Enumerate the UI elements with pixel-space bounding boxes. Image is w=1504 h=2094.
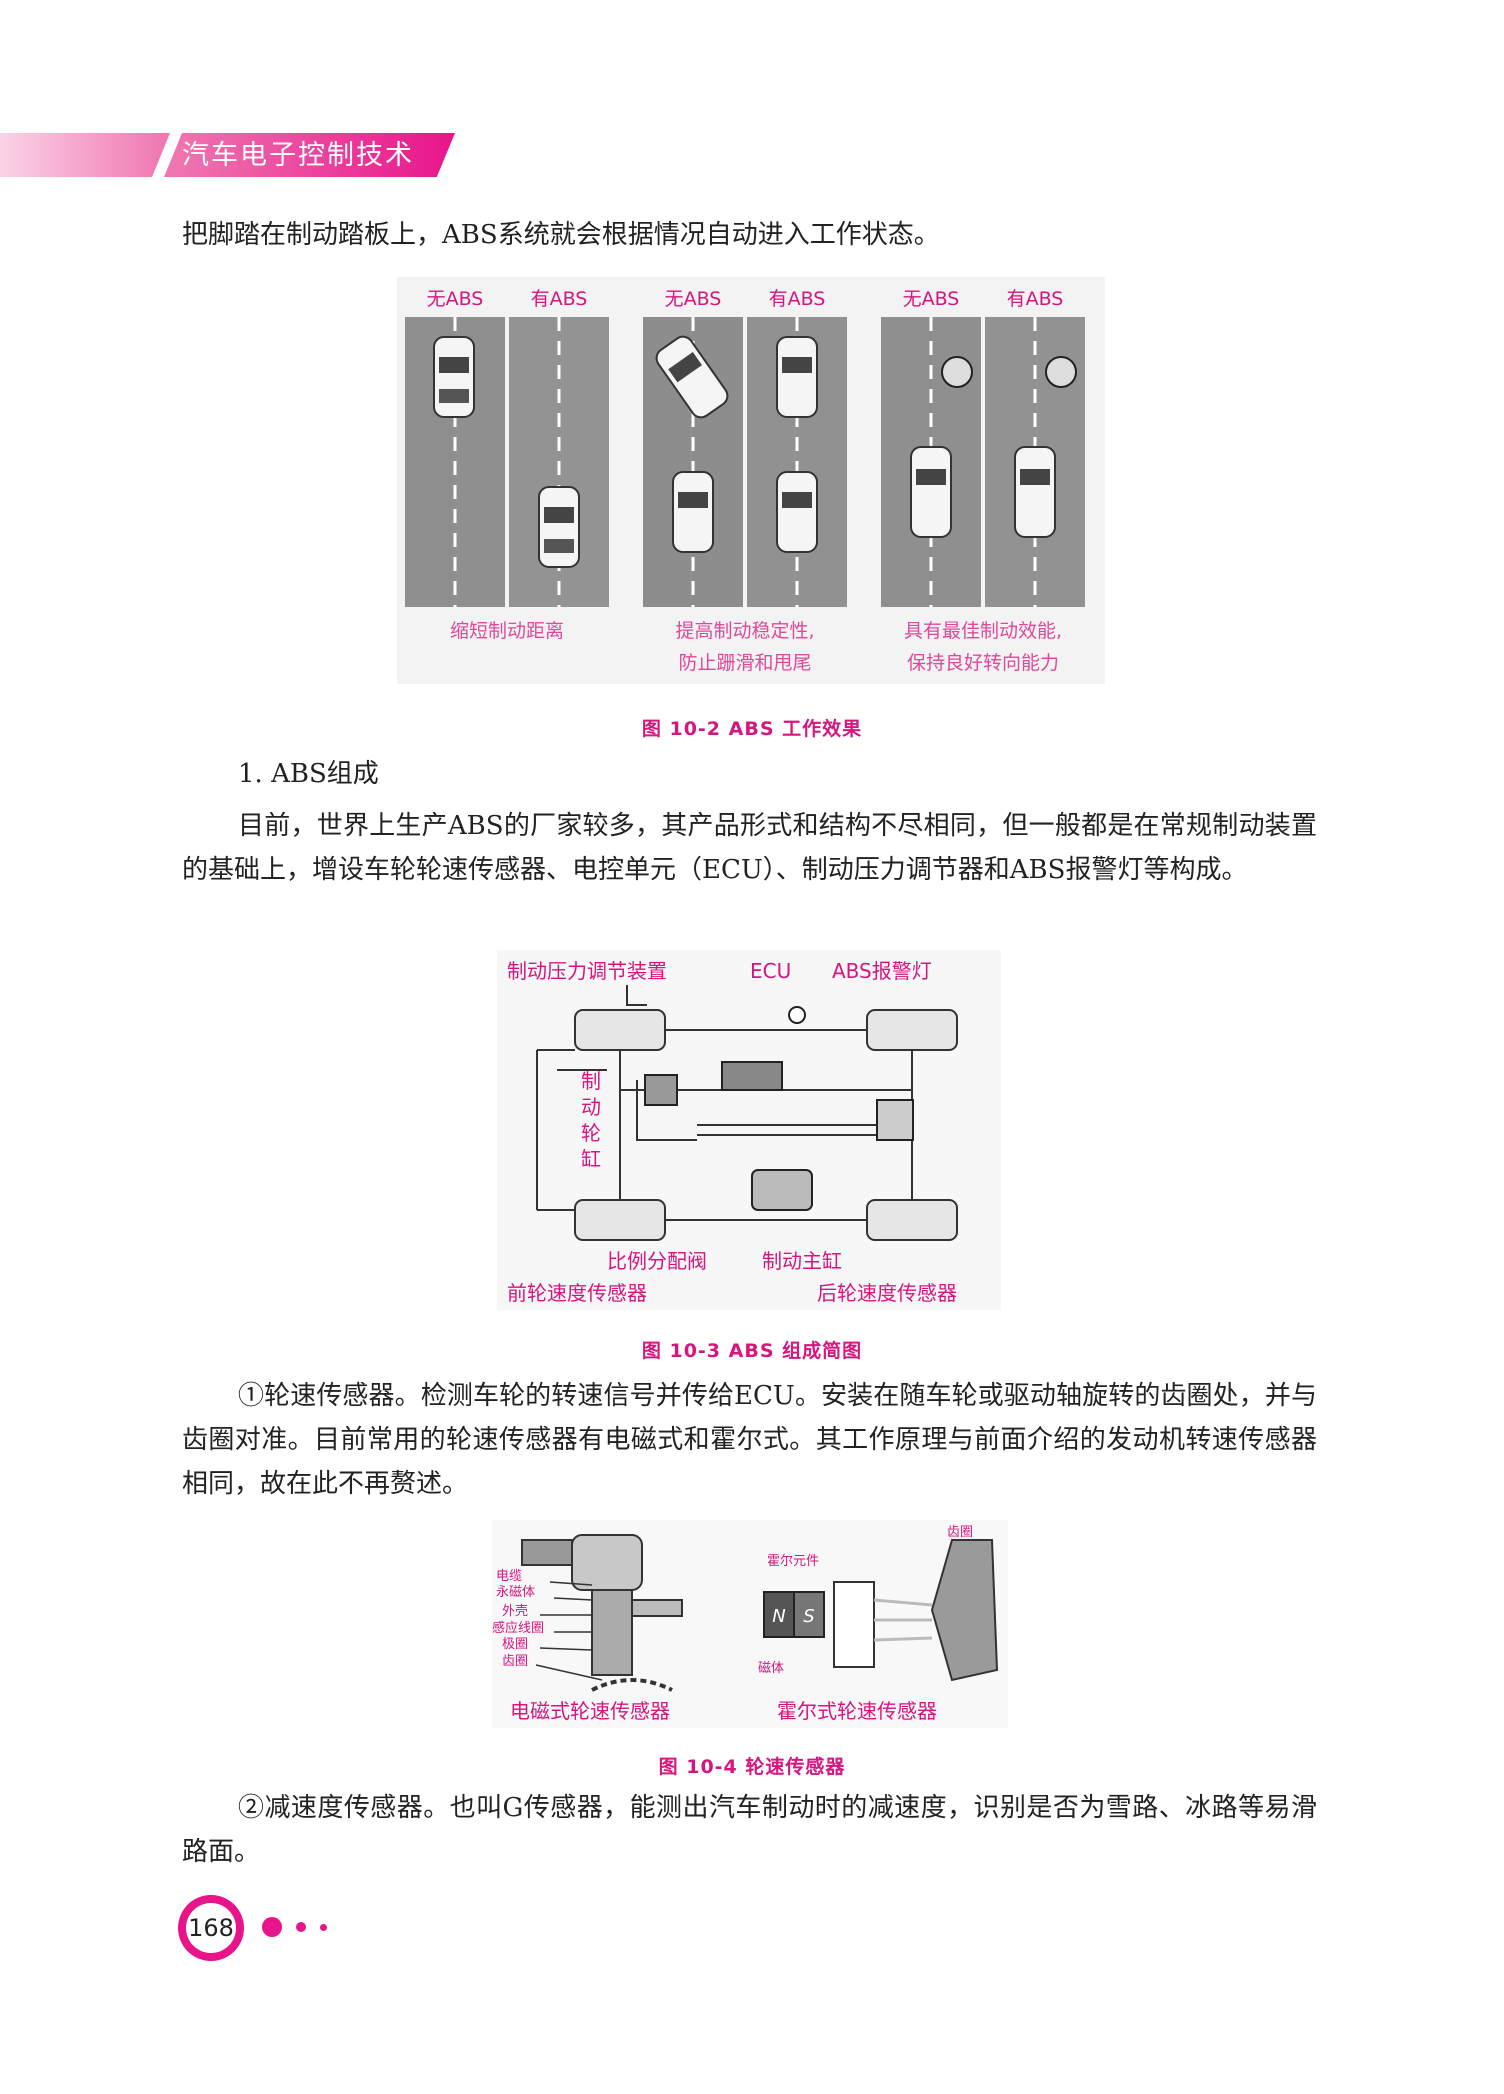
paragraph-3: ①轮速传感器。检测车轮的转速信号并传给ECU。安装在随车轮或驱动轴旋转的齿圈处，… [182, 1381, 1317, 1499]
label-ecu: ECU [750, 959, 791, 983]
label-wheel-cylinder-4: 缸 [581, 1147, 601, 1171]
page-number-badge: 168 [178, 1895, 244, 1961]
hall-element-label: 霍尔元件 [767, 1554, 819, 1569]
car-icon [672, 471, 714, 553]
label-warning-lamp: ABS报警灯 [832, 959, 932, 983]
magnet-label: 磁体 [758, 1661, 784, 1676]
decorative-dot-small [320, 1924, 327, 1931]
panel-3-desc-line1: 具有最佳制动效能, [904, 620, 1062, 642]
car-icon [776, 336, 818, 418]
electromagnetic-sensor-title: 电磁式轮速传感器 [510, 1699, 670, 1723]
panel-2-left-label: 无ABS [665, 288, 722, 310]
paragraph-1: 把脚踏在制动踏板上，ABS系统就会根据情况自动进入工作状态。 [182, 220, 940, 250]
figure-abs-effect: 无ABS 有ABS 无ABS 有ABS 无ABS 有ABS 缩短制动距离 提高制… [397, 277, 1105, 684]
panel-3-roads [881, 317, 1085, 607]
paragraph-4: ②减速度传感器。也叫G传感器，能测出汽车制动时的减速度，识别是否为雪路、冰路等易… [182, 1793, 1317, 1867]
panel-1-right-label: 有ABS [531, 288, 588, 310]
panel-2-right-label: 有ABS [769, 288, 826, 310]
figure-abs-composition: 制动压力调节装置 ECU ABS报警灯 制 动 轮 缸 比例分配阀 制动主缸 前… [497, 950, 1001, 1310]
master-cylinder-box [751, 1169, 813, 1211]
decorative-dot-large [262, 1917, 282, 1937]
part-label-housing: 外壳 [502, 1604, 528, 1619]
part-label-magnet: 永磁体 [496, 1585, 535, 1600]
gear-ring-label: 齿圈 [947, 1525, 973, 1540]
panel-1-desc-line1: 缩短制动距离 [450, 620, 564, 642]
panel-2-desc-line1: 提高制动稳定性, [675, 620, 814, 642]
electromagnetic-sensor-drawing [521, 1534, 683, 1692]
label-wheel-cylinder-1: 制 [581, 1069, 601, 1093]
label-pressure-regulator: 制动压力调节装置 [507, 959, 667, 983]
warning-lamp-icon [788, 1006, 806, 1024]
car-icon [1014, 446, 1056, 538]
figure-wheel-speed-sensor: 电缆 永磁体 外壳 感应线圈 极圈 齿圈 电磁式轮速传感器 N S 齿圈 霍尔元… [492, 1520, 1008, 1728]
section-heading: 1. ABS组成 [238, 759, 379, 789]
panel-2-roads [643, 317, 847, 607]
panel-3-left-label: 无ABS [903, 288, 960, 310]
part-leader-lines [535, 1581, 603, 1681]
figure-10-3-caption: 图 10-3 ABS 组成简图 [641, 1340, 863, 1362]
figure-10-4-caption: 图 10-4 轮速传感器 [658, 1756, 846, 1778]
part-label-pole: 极圈 [502, 1637, 528, 1652]
label-wheel-cylinder-2: 动 [581, 1095, 601, 1119]
part-label-gear-ring-left: 齿圈 [502, 1654, 528, 1669]
panel-3-desc-line2: 保持良好转向能力 [907, 652, 1059, 674]
car-icon [538, 486, 580, 568]
decorative-dot-medium [296, 1922, 306, 1932]
ecu-box [721, 1061, 783, 1091]
panel-1-roads [405, 317, 609, 607]
page-number: 168 [186, 1903, 236, 1953]
panel-1-left-label: 无ABS [427, 288, 484, 310]
figure-10-2-caption: 图 10-2 ABS 工作效果 [641, 718, 863, 740]
header-band [0, 133, 455, 177]
panel-2-desc-line2: 防止跚滑和甩尾 [678, 652, 811, 674]
hall-sensor-title: 霍尔式轮速传感器 [777, 1699, 937, 1723]
part-label-coil: 感应线圈 [492, 1620, 544, 1636]
car-icon [655, 335, 729, 419]
label-rear-sensor: 后轮速度传感器 [817, 1281, 957, 1305]
part-label-cable: 电缆 [496, 1568, 522, 1584]
regulator-box [644, 1074, 678, 1106]
hall-sensor-drawing [763, 1539, 999, 1682]
car-icon [776, 471, 818, 553]
car-icon [433, 336, 475, 418]
pole-n-label: N [772, 1606, 785, 1627]
car-icon [910, 446, 952, 538]
book-title: 汽车电子控制技术 [182, 140, 414, 171]
label-master-cylinder: 制动主缸 [762, 1249, 842, 1273]
paragraph-2: 目前，世界上生产ABS的厂家较多，其产品形式和结构不尽相同，但一般都是在常规制动… [182, 811, 1317, 885]
panel-3-right-label: 有ABS [1007, 288, 1064, 310]
label-front-sensor: 前轮速度传感器 [507, 1281, 647, 1305]
differential-box [876, 1099, 914, 1141]
pole-s-label: S [803, 1606, 814, 1627]
label-proportioning-valve: 比例分配阀 [607, 1249, 707, 1273]
label-wheel-cylinder-3: 轮 [581, 1121, 601, 1145]
